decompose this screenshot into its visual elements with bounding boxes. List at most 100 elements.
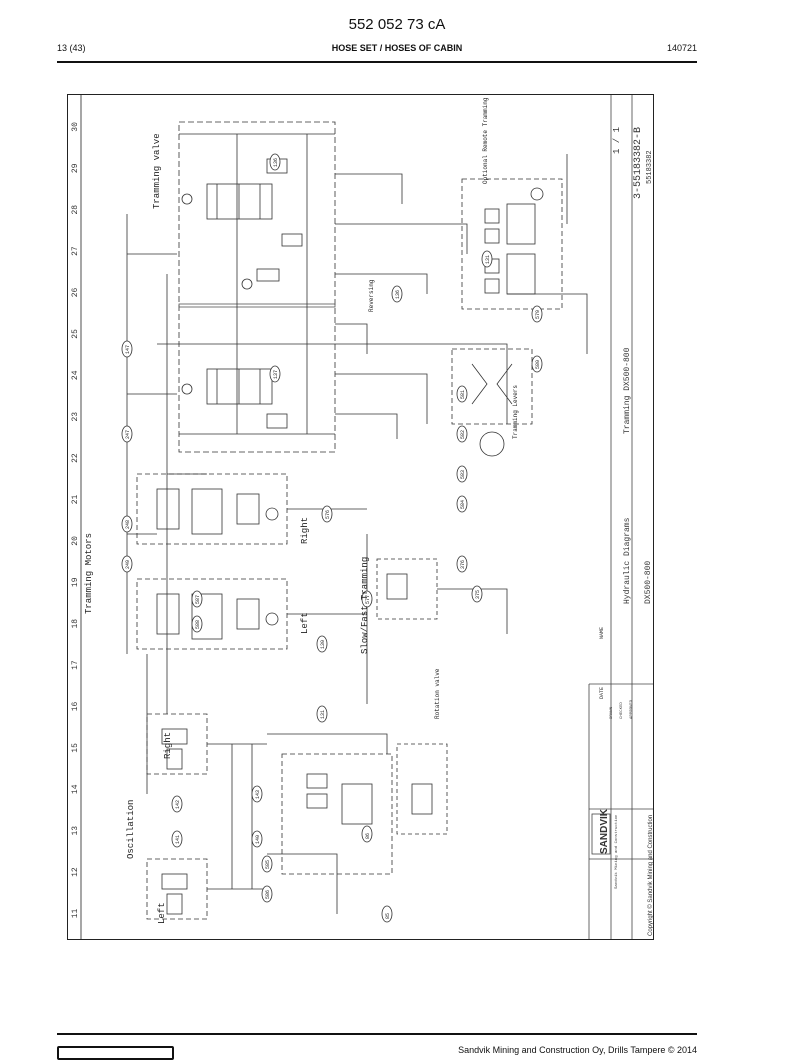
title-block-sheet: 1 / 1 — [612, 127, 622, 154]
svg-text:583: 583 — [460, 470, 466, 479]
column-number: 11 — [71, 908, 80, 918]
svg-text:86: 86 — [365, 833, 371, 839]
title-block-drawing-no: 3-55183382-B — [633, 127, 644, 199]
hose-number-marker: 130 — [316, 635, 328, 653]
title-block-row-name: NAME — [599, 627, 605, 639]
label-optional: Optional Remote Tramming — [482, 97, 489, 184]
title-block-brand: SANDVIK — [599, 808, 610, 854]
column-number: 12 — [71, 867, 80, 877]
svg-text:376: 376 — [460, 560, 466, 569]
hose-number-marker: 143 — [251, 785, 263, 803]
title-block-row-date: DATE — [599, 687, 605, 699]
hose-number-marker: 86 — [361, 825, 373, 843]
hose-number-marker: 375 — [471, 585, 483, 603]
svg-text:147: 147 — [125, 345, 131, 354]
svg-text:141: 141 — [175, 835, 181, 844]
hose-number-marker: 136 — [269, 153, 281, 171]
hose-number-marker: 249 — [121, 555, 133, 573]
svg-text:584: 584 — [460, 500, 466, 509]
svg-text:587: 587 — [195, 595, 201, 604]
hose-number-marker: 582 — [456, 425, 468, 443]
hose-number-marker: 247 — [121, 425, 133, 443]
column-number: 24 — [71, 370, 80, 380]
svg-text:131: 131 — [320, 710, 326, 719]
column-number: 23 — [71, 412, 80, 422]
svg-text:140: 140 — [255, 835, 261, 844]
hose-number-marker: 577 — [361, 590, 373, 608]
hose-number-marker: 131 — [316, 705, 328, 723]
column-number: 25 — [71, 329, 80, 339]
svg-text:375: 375 — [475, 590, 481, 599]
title-block-brand-sub: Sandvik Mining and Construction — [614, 814, 619, 889]
svg-text:247: 247 — [125, 430, 131, 439]
title-block-title: Hydraulic Diagrams — [623, 517, 632, 604]
label-right-motor: Right — [300, 517, 310, 544]
hose-number-marker: 583 — [456, 465, 468, 483]
hose-number-marker: 580 — [531, 355, 543, 373]
hose-number-marker: 142 — [171, 795, 183, 813]
hose-number-marker: 576 — [321, 505, 333, 523]
hose-number-marker: 586 — [261, 885, 273, 903]
column-number: 19 — [71, 577, 80, 587]
column-number: 27 — [71, 246, 80, 256]
svg-text:143: 143 — [255, 790, 261, 799]
column-number: 21 — [71, 494, 80, 504]
label-tramming-motors: Tramming Motors — [84, 533, 94, 614]
svg-text:581: 581 — [460, 390, 466, 399]
column-number: 20 — [71, 536, 80, 546]
hose-number-marker: 587 — [191, 590, 203, 608]
hose-number-marker: 581 — [456, 385, 468, 403]
label-oscillation: Oscillation — [126, 800, 136, 859]
column-number: 26 — [71, 287, 80, 297]
hose-number-marker: 585 — [261, 855, 273, 873]
label-slow-fast: Slow/Fast Tramming — [360, 557, 370, 654]
label-reversing: Reversing — [368, 279, 375, 312]
hose-number-marker: 140 — [251, 830, 263, 848]
column-number: 17 — [71, 660, 80, 670]
svg-text:249: 249 — [125, 560, 131, 569]
page-count: 13 (43) — [57, 43, 86, 53]
svg-text:248: 248 — [125, 520, 131, 529]
svg-text:582: 582 — [460, 430, 466, 439]
hose-number-marker: 137 — [269, 365, 281, 383]
header-rule — [57, 61, 697, 63]
title-block-row-drawn: DRAWN — [610, 706, 614, 719]
hose-number-marker: 136 — [391, 285, 403, 303]
document-date: 140721 — [666, 43, 697, 53]
column-number: 15 — [71, 743, 80, 753]
svg-text:577: 577 — [365, 595, 371, 604]
svg-text:137: 137 — [273, 370, 279, 379]
label-left: Left — [157, 902, 167, 924]
svg-text:136: 136 — [395, 290, 401, 299]
svg-text:85: 85 — [385, 913, 391, 919]
hose-number-marker: 588 — [191, 615, 203, 633]
section-title: HOSE SET / HOSES OF CABIN — [331, 43, 463, 53]
footer-copyright: Sandvik Mining and Construction Oy, Dril… — [458, 1045, 697, 1055]
label-right: Right — [163, 732, 173, 759]
column-number: 29 — [71, 163, 80, 173]
svg-text:579: 579 — [535, 310, 541, 319]
label-tramming-levers: Tramming Levers — [512, 385, 519, 439]
hose-number-marker: 579 — [531, 305, 543, 323]
hose-number-marker: 85 — [381, 905, 393, 923]
column-number: 16 — [71, 701, 80, 711]
hose-number-marker: 141 — [171, 830, 183, 848]
title-block-row-checked: CHECKED — [620, 702, 624, 719]
title-block-copyright: Copyright © Sandvik Mining and Construct… — [647, 815, 654, 936]
svg-text:588: 588 — [195, 620, 201, 629]
document-number: 552 052 73 cA — [348, 16, 446, 33]
hose-number-marker: 248 — [121, 515, 133, 533]
sandvik-logo — [57, 1046, 174, 1060]
label-tramming-valve: Tramming valve — [152, 133, 162, 209]
svg-text:586: 586 — [265, 890, 271, 899]
svg-text:130: 130 — [320, 640, 326, 649]
hose-number-marker: 376 — [456, 555, 468, 573]
svg-text:142: 142 — [175, 800, 181, 809]
svg-text:580: 580 — [535, 360, 541, 369]
hose-number-marker: 147 — [121, 340, 133, 358]
svg-text:131: 131 — [485, 255, 491, 264]
title-block-subtitle: DX500-800 — [644, 561, 653, 604]
title-block-sub-no: 55183382 — [646, 150, 654, 184]
title-block-row-approved: APPROVED — [630, 699, 634, 719]
